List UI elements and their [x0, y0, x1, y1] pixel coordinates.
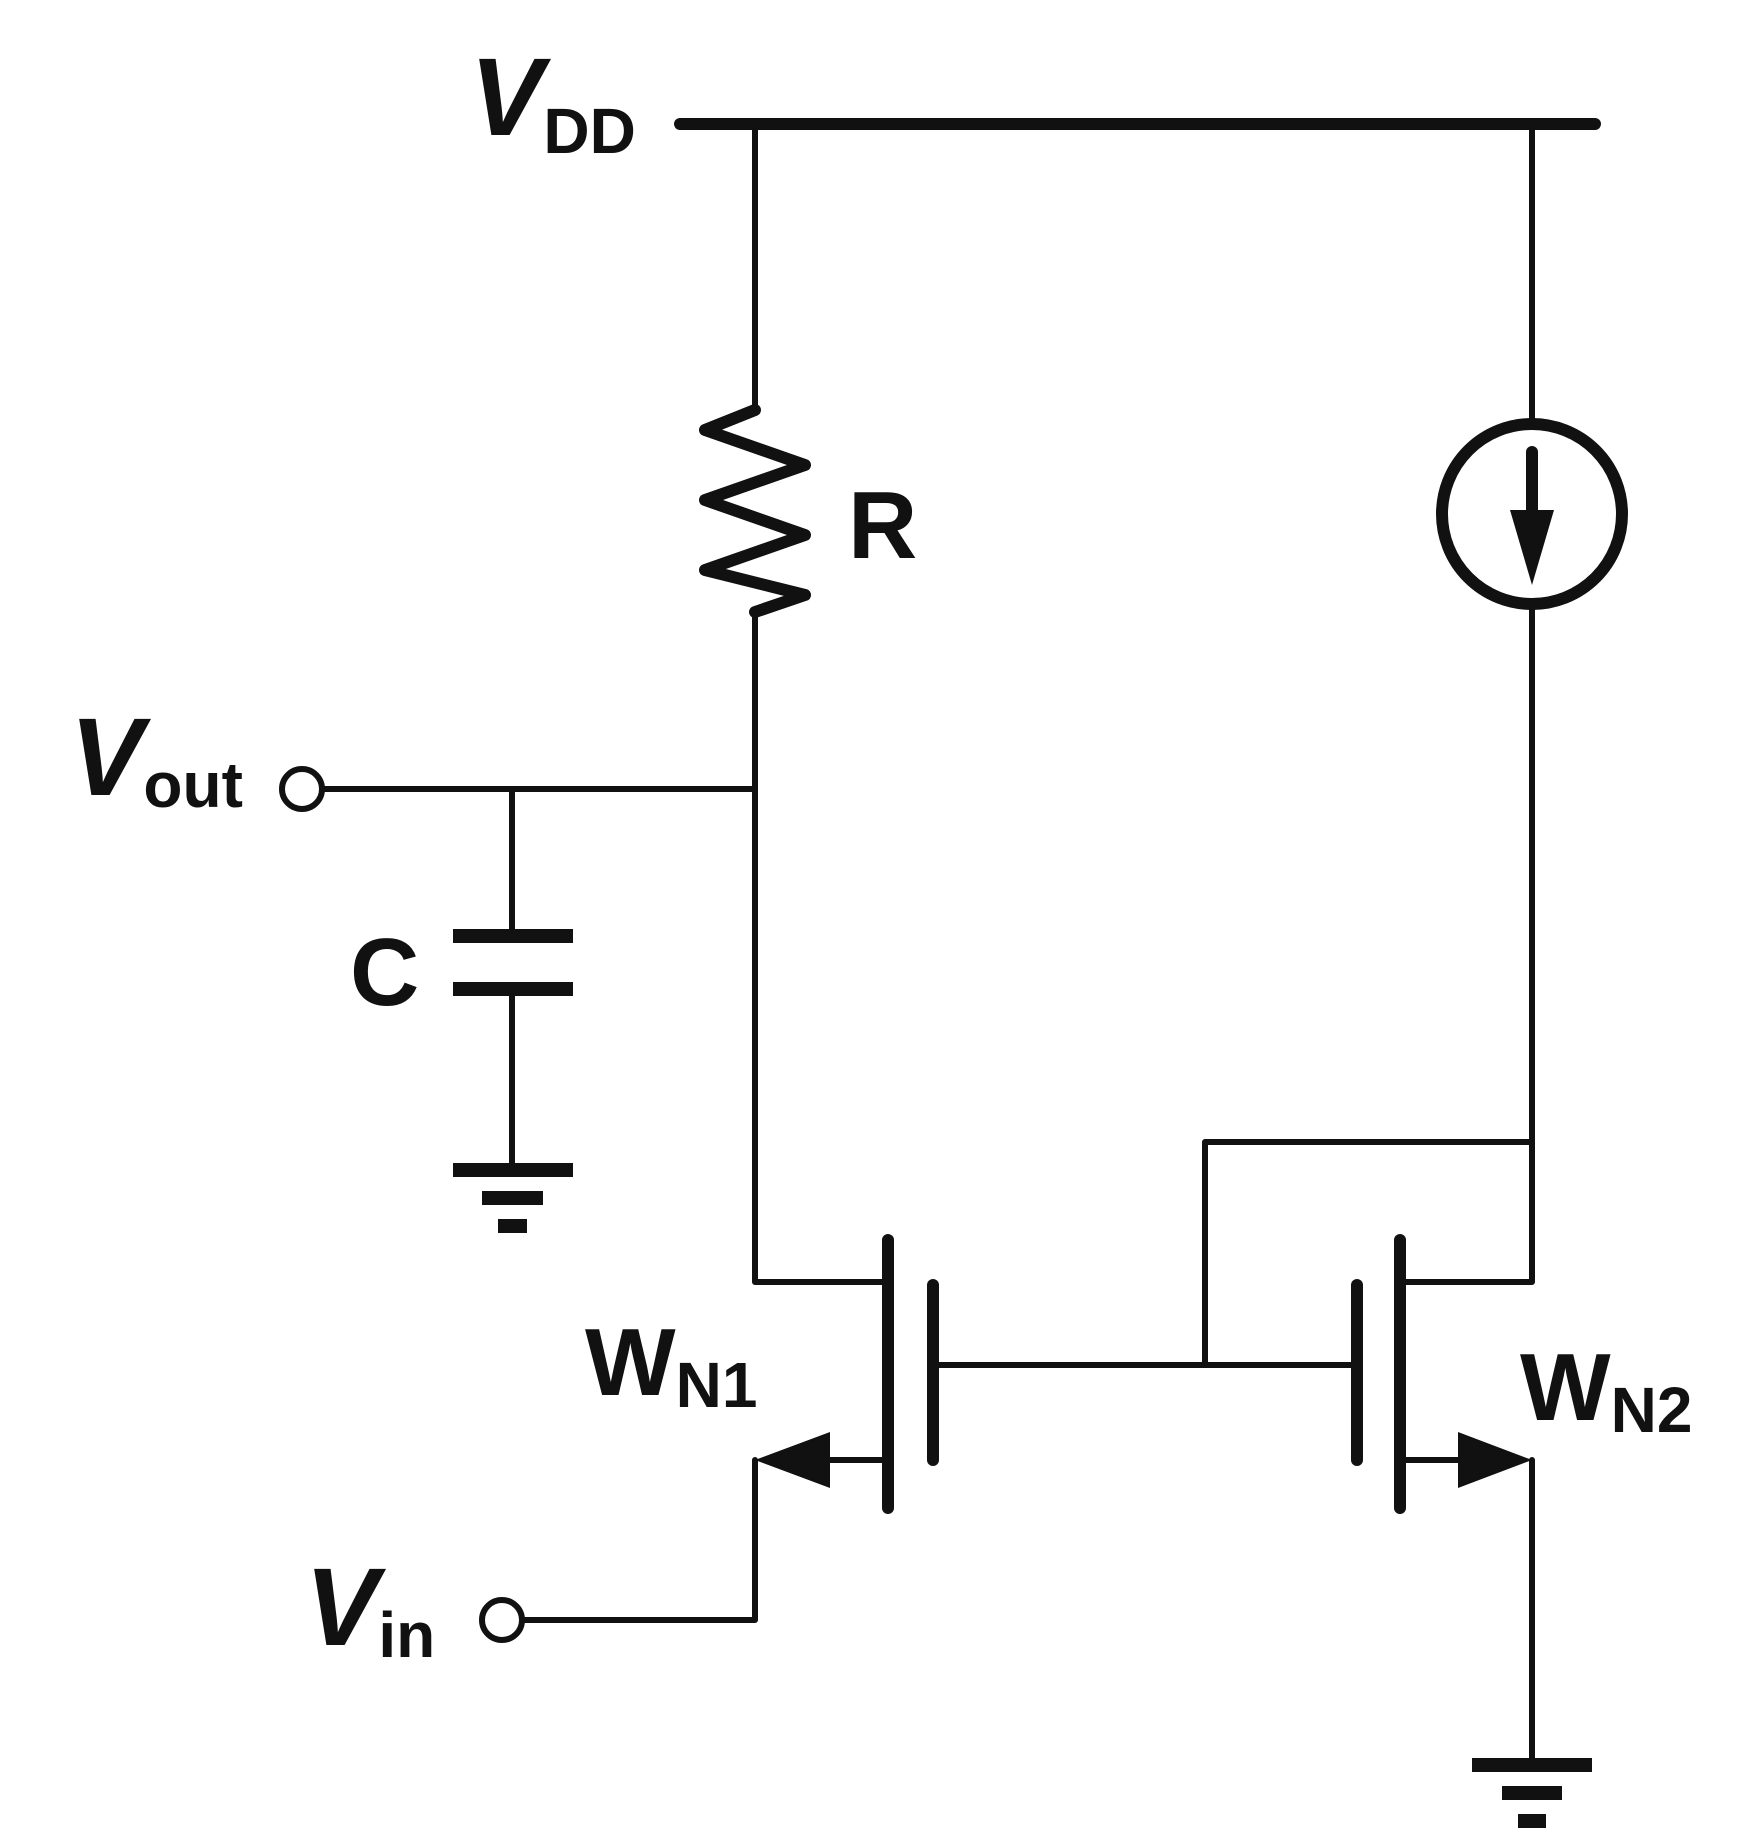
transistor-wn1	[755, 1234, 939, 1514]
current-source-icon	[1436, 418, 1628, 610]
capacitor-label: C	[350, 919, 419, 1026]
vin-label: Vin	[305, 1546, 435, 1671]
vin-terminal[interactable]	[479, 1597, 525, 1643]
transistor-wn2	[1351, 1234, 1532, 1514]
diode-connection-wire	[1202, 1139, 1535, 1368]
resistor-label: R	[848, 472, 917, 579]
wn1-label: WN1	[585, 1309, 757, 1421]
wire-resistor-to-drain-n1	[752, 609, 878, 1285]
resistor-r	[699, 404, 811, 618]
wn2-label: WN2	[1520, 1334, 1692, 1446]
vout-terminal[interactable]	[279, 766, 325, 812]
wire-current-source-to-drain-n2	[1405, 601, 1535, 1285]
vout-label: Vout	[70, 696, 243, 821]
vin-wire	[521, 1457, 758, 1623]
vdd-label: VDD	[470, 36, 636, 167]
ground-icon	[1472, 1758, 1592, 1828]
ground-icon	[453, 1163, 573, 1233]
